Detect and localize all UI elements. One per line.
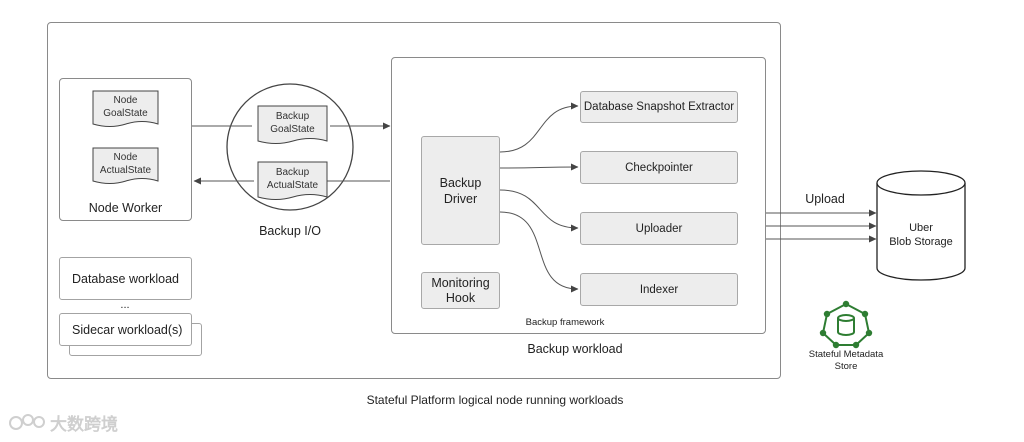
metadata-label-line-1: Stateful Metadata: [808, 349, 884, 360]
metadata-store-icon: [819, 300, 873, 349]
doc-line-1: Backup: [275, 111, 310, 122]
indexer-box: Indexer: [580, 273, 738, 306]
node-goalstate-doc-shape: [92, 90, 159, 127]
sidecar-workload-box: Sidecar workload(s): [59, 313, 192, 346]
node-goalstate-doc: Node GoalState: [93, 91, 158, 125]
node-worker-label: Node Worker: [88, 201, 163, 215]
curve-to-uploader: [499, 189, 579, 232]
snapshot-extractor-box: Database Snapshot Extractor: [580, 91, 738, 123]
blob-storage-label: Uber Blob Storage: [877, 219, 965, 251]
backup-workload-label: Backup workload: [527, 342, 623, 356]
monitoring-label-line-2: Hook: [445, 290, 476, 305]
backup-goalstate-doc: Backup GoalState: [258, 106, 327, 142]
doc-line-2: ActualState: [266, 180, 319, 191]
watermark-text: 大数跨境: [50, 414, 118, 435]
metadata-label-line-2: Store: [834, 361, 858, 372]
backup-io-label: Backup I/O: [259, 224, 321, 238]
curve-to-snapshot-extractor: [499, 102, 579, 153]
driver-label-line-1: Backup: [439, 175, 482, 190]
monitoring-hook-box: Monitoring Hook: [421, 272, 500, 309]
workload-ellipsis: ...: [120, 299, 130, 311]
curve-to-checkpointer: [499, 163, 579, 171]
backup-driver-box: Backup Driver: [421, 136, 500, 245]
database-workload-box: Database workload: [59, 257, 192, 300]
doc-line-1: Backup: [275, 167, 310, 178]
metadata-store-label: Stateful Metadata Store: [796, 348, 896, 374]
upload-label: Upload: [805, 192, 845, 206]
monitoring-label-line-1: Monitoring: [431, 275, 490, 290]
doc-line-1: Node: [113, 95, 138, 106]
uploader-box: Uploader: [580, 212, 738, 245]
blob-storage-line-1: Uber: [909, 222, 933, 234]
checkpointer-box: Checkpointer: [580, 151, 738, 184]
node-actualstate-doc: Node ActualState: [93, 148, 158, 182]
platform-label: Stateful Platform logical node running w…: [366, 393, 624, 407]
curve-to-indexer: [499, 211, 579, 293]
backup-framework-label: Backup framework: [525, 316, 605, 328]
backup-actualstate-doc-shape: [257, 161, 328, 200]
watermark: 大数跨境: [8, 410, 118, 435]
watermark-logo-icon: [9, 414, 45, 430]
driver-label-line-2: Driver: [443, 191, 478, 206]
blob-storage-line-2: Blob Storage: [889, 236, 953, 248]
doc-line-2: GoalState: [270, 124, 315, 135]
backup-goalstate-doc-shape: [257, 105, 328, 144]
blob-storage-cylinder: [876, 170, 966, 281]
doc-line-2: GoalState: [103, 108, 148, 119]
backup-actualstate-doc: Backup ActualState: [258, 162, 327, 198]
node-actualstate-doc-shape: [92, 147, 159, 184]
doc-line-2: ActualState: [99, 165, 152, 176]
doc-line-1: Node: [113, 152, 138, 163]
